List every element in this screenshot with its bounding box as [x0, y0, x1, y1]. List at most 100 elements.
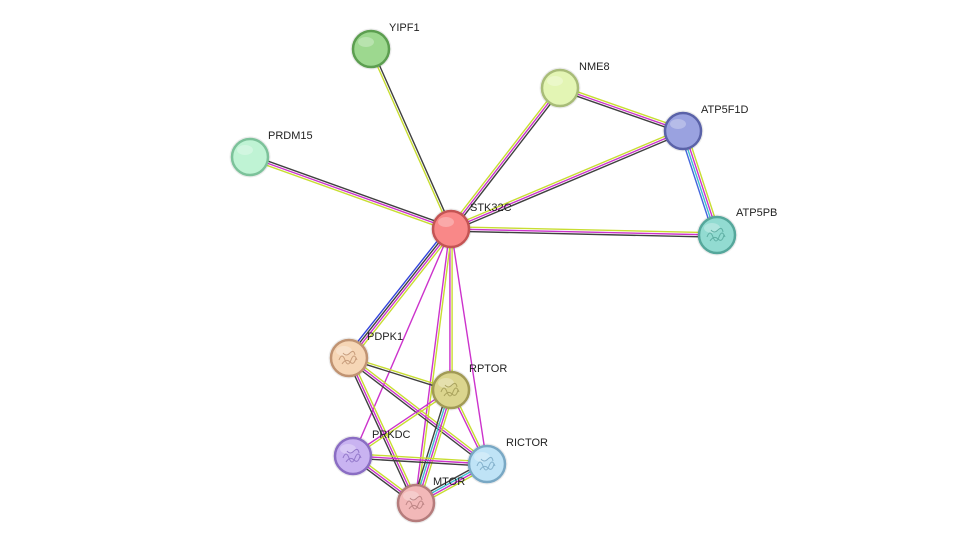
edge-channel [448, 85, 559, 229]
edge-channel [450, 228, 718, 236]
node-circle[interactable] [431, 209, 471, 249]
edge-channel [346, 359, 487, 467]
node-halo [662, 110, 704, 152]
node-gloss [358, 37, 374, 47]
node-label: MTOR [433, 476, 465, 488]
edge-channel [350, 230, 455, 361]
node-halo [328, 337, 370, 379]
edge-stk32c-pdpk1[interactable] [345, 226, 455, 361]
node-nme8[interactable]: NME8 [539, 61, 610, 109]
edge-channel [345, 226, 450, 357]
node-atp5pb[interactable]: ATP5PB [696, 207, 778, 256]
edge-channel [450, 130, 684, 230]
protein-structure-icon [342, 448, 362, 463]
node-circle[interactable] [467, 444, 507, 484]
node-stk32c[interactable]: STK32C [430, 202, 512, 250]
edge-stk32c-prdm15[interactable] [248, 154, 453, 232]
edge-stk32c-atp5pb[interactable] [450, 226, 718, 238]
edge-rptor-prkdc[interactable] [351, 388, 453, 458]
edge-nme8-atp5f1d[interactable] [558, 85, 685, 134]
edge-channel [451, 132, 685, 232]
node-halo [229, 136, 271, 178]
node-label: ATP5PB [736, 207, 777, 219]
edge-stk32c-rictor[interactable] [450, 228, 488, 465]
node-halo [539, 67, 581, 109]
node-circle[interactable] [540, 68, 580, 108]
node-circle[interactable] [329, 338, 369, 378]
node-mtor[interactable]: MTOR [395, 476, 466, 524]
node-label: ATP5F1D [701, 104, 749, 116]
edge-channel [248, 158, 451, 232]
edge-channel [250, 154, 453, 228]
edge-channel [558, 89, 683, 134]
edge-channel [559, 87, 684, 132]
protein-structure-icon [338, 350, 358, 365]
node-halo [466, 443, 508, 485]
edge-channel [352, 390, 453, 458]
node-rictor[interactable]: RICTOR [466, 437, 549, 485]
node-halo [332, 435, 374, 477]
protein-structure-icon [440, 382, 460, 397]
node-label: STK32C [470, 202, 512, 214]
edge-channel [369, 48, 451, 231]
edge-prkdc-rictor[interactable] [352, 453, 488, 467]
edge-stk32c-prkdc[interactable] [352, 228, 452, 457]
node-label: NME8 [579, 61, 610, 73]
edge-channel [249, 156, 452, 230]
node-prdm15[interactable]: PRDM15 [229, 130, 313, 178]
protein-structure-icon [405, 495, 425, 510]
node-halo [430, 208, 472, 250]
node-circle[interactable] [351, 29, 391, 69]
edge-channel [351, 388, 452, 456]
node-gloss [670, 119, 686, 129]
node-gloss [403, 491, 419, 501]
node-circle[interactable] [230, 137, 270, 177]
node-label: PDPK1 [367, 331, 403, 343]
edge-channel [346, 358, 415, 505]
node-gloss [438, 378, 454, 388]
node-halo [430, 369, 472, 411]
edge-channel [450, 228, 488, 465]
node-atp5f1d[interactable]: ATP5F1D [662, 104, 749, 152]
edge-stk32c-atp5f1d[interactable] [449, 128, 685, 232]
node-pdpk1[interactable]: PDPK1 [328, 331, 404, 379]
node-label: YIPF1 [389, 22, 420, 34]
edge-stk32c-yipf1[interactable] [369, 47, 453, 231]
edge-channel [352, 455, 488, 465]
node-halo [350, 28, 392, 70]
edge-channel [352, 228, 452, 457]
node-gloss [704, 223, 720, 233]
edge-channel [350, 356, 419, 503]
node-gloss [340, 444, 356, 454]
edge-stk32c-nme8[interactable] [448, 85, 563, 232]
node-circle[interactable] [663, 111, 703, 151]
edge-channel [452, 88, 563, 232]
edge-stk32c-rptor[interactable] [449, 228, 453, 391]
edge-channel [412, 388, 449, 503]
node-label: RICTOR [506, 437, 548, 449]
edge-channel [450, 87, 561, 230]
node-gloss [237, 145, 253, 155]
node-label: RPTOR [469, 363, 507, 375]
node-prkdc[interactable]: PRKDC [332, 429, 411, 477]
edge-channel [347, 227, 451, 359]
node-gloss [336, 346, 352, 356]
node-circle[interactable] [333, 436, 373, 476]
protein-structure-icon [706, 227, 726, 242]
node-halo [395, 482, 437, 524]
edge-rptor-mtor[interactable] [412, 388, 455, 505]
node-rptor[interactable]: RPTOR [430, 363, 508, 411]
node-circle[interactable] [396, 483, 436, 523]
edge-channel [450, 226, 718, 234]
node-yipf1[interactable]: YIPF1 [350, 22, 420, 70]
node-circle[interactable] [431, 370, 471, 410]
edge-pdpk1-mtor[interactable] [346, 356, 419, 505]
edge-channel [352, 457, 488, 467]
node-gloss [438, 217, 454, 227]
edge-channel [352, 453, 488, 463]
node-circle[interactable] [697, 215, 737, 255]
node-gloss [474, 452, 490, 462]
edge-channel [371, 47, 453, 230]
